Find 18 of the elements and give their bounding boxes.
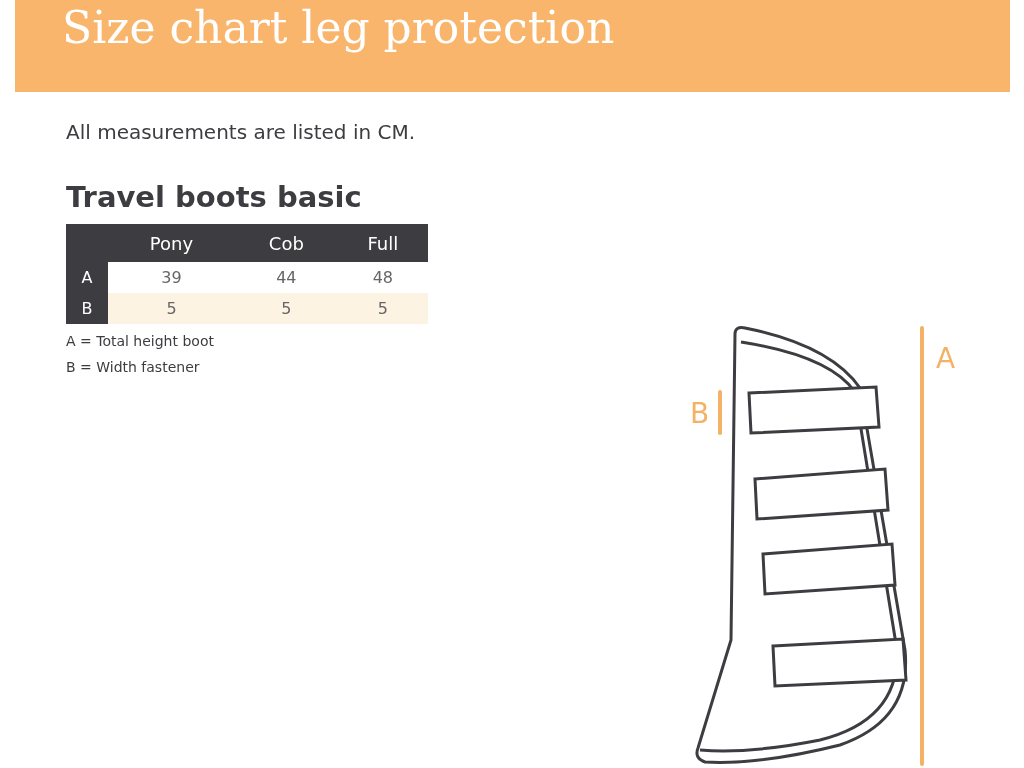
section-heading: Travel boots basic — [66, 180, 362, 214]
note-text: All measurements are listed in CM. — [66, 120, 416, 144]
table-cell: 5 — [235, 293, 338, 324]
page-title: Size chart leg protection — [62, 2, 615, 53]
row-header: B — [66, 293, 108, 324]
column-header: Pony — [108, 224, 235, 262]
table-cell: 39 — [108, 262, 235, 293]
legend-text: B = Width fastener — [66, 359, 200, 375]
table-cell: 44 — [235, 262, 338, 293]
row-header: A — [66, 262, 108, 293]
table-cell: 5 — [108, 293, 235, 324]
table-cell: 5 — [337, 293, 428, 324]
dimension-label: A — [936, 342, 956, 375]
dimension-label: B — [690, 397, 710, 430]
table-cell: 48 — [337, 262, 428, 293]
legend-text: A = Total height boot — [66, 333, 214, 349]
column-header: Cob — [235, 224, 338, 262]
column-header: Full — [337, 224, 428, 262]
